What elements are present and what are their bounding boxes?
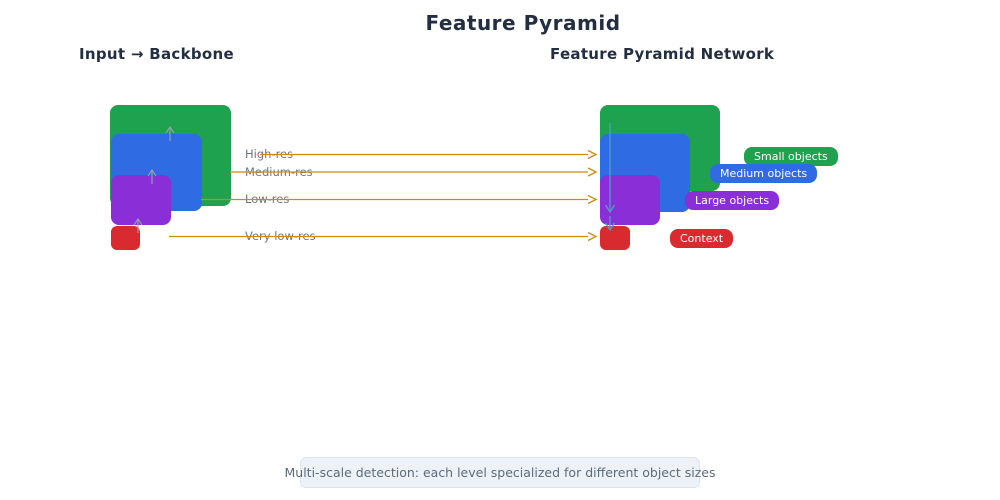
large-objects-badge: Large objects	[685, 191, 780, 210]
page-title: Feature Pyramid	[425, 11, 621, 35]
fpn-level-very-low-res	[600, 226, 630, 250]
fpn-heading: Feature Pyramid Network	[550, 45, 775, 63]
caption-text: Multi-scale detection: each level specia…	[284, 465, 716, 480]
backbone-heading: Input → Backbone	[79, 45, 234, 63]
medium-res-label: Medium-res	[245, 165, 313, 179]
backbone-level-very-low-res	[111, 226, 140, 250]
very-low-res-label: Very low-res	[245, 229, 316, 243]
high-res-label: High-res	[245, 147, 294, 161]
lateral-arrows	[169, 149, 598, 242]
fpn-level-low-res	[600, 175, 660, 225]
caption-box: Multi-scale detection: each level specia…	[285, 457, 716, 488]
very-low-res-arrow	[169, 231, 598, 242]
low-res-label: Low-res	[245, 192, 290, 206]
medium-objects-badge: Medium objects	[710, 164, 818, 183]
context-badge: Context	[670, 229, 734, 248]
small-objects-badge: Small objects	[744, 147, 838, 166]
backbone-level-low-res	[111, 175, 171, 225]
high-res-arrow	[260, 149, 598, 160]
